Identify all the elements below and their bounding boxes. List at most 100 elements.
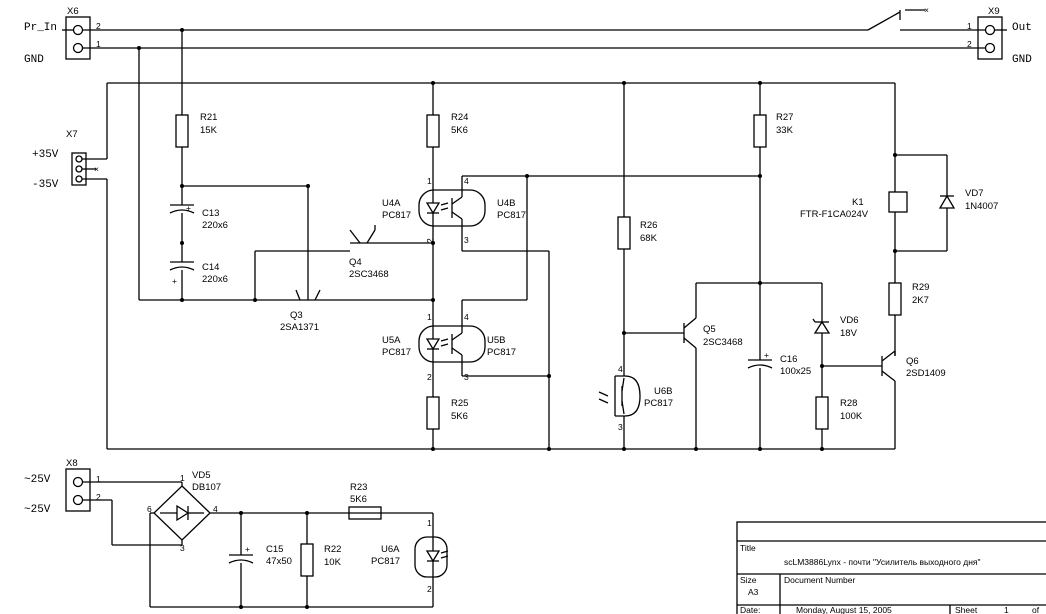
u5-pin3: 3 — [464, 372, 469, 382]
of-label: of — [1032, 605, 1040, 614]
x9-out-label: Out — [1012, 22, 1032, 34]
u4b-ref: U4B — [497, 198, 515, 209]
u6a-pin1: 1 — [427, 518, 432, 528]
title-label: Title — [740, 543, 756, 553]
svg-text:+: + — [186, 203, 191, 213]
connector-x8: X8 ~25V ~25V 1 2 — [24, 458, 182, 546]
q3-value: 2SA1371 — [280, 322, 319, 333]
x8-ref: X8 — [66, 458, 78, 469]
u6b-ref: U6B — [654, 386, 672, 397]
u4a-value: PC817 — [382, 210, 411, 221]
u4a-ref: U4A — [382, 198, 401, 209]
vd5-pin1: 1 — [180, 473, 185, 483]
k1-value: FTR-F1CA024V — [800, 209, 869, 220]
r23-value: 5K6 — [350, 494, 367, 505]
r21-ref: R21 — [200, 112, 217, 123]
c16-value: 100x25 — [780, 366, 811, 377]
u6b-pin3: 3 — [618, 422, 623, 432]
x8-ac1-label: ~25V — [24, 474, 51, 486]
vd5-value: DB107 — [192, 482, 221, 493]
c15-r22-r23-u6a: + C15 47x50 R22 10K R23 5K6 1 2 U6A PC81… — [228, 482, 449, 609]
u4-pin4: 4 — [464, 176, 469, 186]
q6-ref: Q6 — [906, 356, 919, 367]
q6-value: 2SD1409 — [906, 368, 946, 379]
vd5-pin4: 4 — [213, 504, 218, 514]
u4-pin3: 3 — [464, 235, 469, 245]
size-label: Size — [740, 575, 757, 585]
svg-text:×: × — [94, 164, 99, 174]
u4-pin1: 1 — [427, 176, 432, 186]
r26-value: 68K — [640, 233, 658, 244]
title-block: Title scLM3886Lynx - почти "Усилитель вы… — [736, 521, 1046, 614]
u4-pin2: 2 — [425, 238, 435, 243]
x7-minus35-label: -35V — [32, 179, 59, 191]
date-label: Date: — [740, 605, 760, 614]
x6-pin1: 1 — [96, 39, 101, 49]
x6-pin2: 2 — [96, 21, 101, 31]
sheet-label: Sheet — [955, 605, 978, 614]
c15-value: 47x50 — [266, 556, 292, 567]
u5b-ref: U5B — [487, 335, 505, 346]
u5b-value: PC817 — [487, 347, 516, 358]
svg-text:+: + — [245, 544, 250, 554]
size-value: A3 — [748, 587, 759, 597]
document-number-label: Document Number — [784, 575, 856, 585]
q4-value: 2SC3468 — [349, 269, 389, 280]
x6-ref: X6 — [67, 6, 79, 17]
date-value: Monday, August 15, 2005 — [796, 605, 892, 614]
u5-r25-branch: 1 2 4 3 U5A PC817 U5B PC817 R25 5K6 — [382, 300, 551, 449]
c14-ref: C14 — [202, 262, 219, 273]
vd7-value: 1N4007 — [965, 201, 998, 212]
x8-pin1: 1 — [96, 474, 101, 484]
r24-ref: R24 — [451, 112, 468, 123]
vd5-pin3: 3 — [180, 543, 185, 553]
svg-text:+: + — [172, 276, 177, 286]
x8-ac2-label: ~25V — [24, 504, 51, 516]
r24-value: 5K6 — [451, 125, 468, 136]
u6b-value: PC817 — [644, 398, 673, 409]
connector-x7: X7 +35V -35V × — [32, 129, 107, 191]
connector-x6: X6 Pr_In GND 2 1 — [24, 6, 101, 66]
power-rails — [106, 48, 896, 451]
u5a-value: PC817 — [382, 347, 411, 358]
r28-ref: R28 — [840, 398, 857, 409]
r25-value: 5K6 — [451, 411, 468, 422]
x9-pin1: 1 — [967, 21, 972, 31]
r22-ref: R22 — [324, 544, 341, 555]
c15-ref: C15 — [266, 544, 283, 555]
u5-pin1: 1 — [427, 312, 432, 322]
r21-c13-c14-branch: R21 15K + C13 220x6 + C14 220x6 — [169, 30, 308, 302]
top-signal-lines: × — [83, 5, 985, 50]
r24-u4-branch: R24 5K6 1 2 4 3 U4A PC817 U4B PC817 — [382, 83, 762, 449]
k1-vd7-r29-q6-branch: K1 FTR-F1CA024V VD7 1N4007 R29 2K7 Q6 2S… — [800, 153, 998, 449]
q4-ref: Q4 — [349, 257, 362, 268]
vd5-ref: VD5 — [192, 470, 210, 481]
title-value: scLM3886Lynx - почти "Усилитель выходног… — [784, 557, 981, 567]
u5-pin4: 4 — [464, 312, 469, 322]
r21-value: 15K — [200, 125, 218, 136]
x7-ref: X7 — [66, 129, 78, 140]
r26-u6b-q5-branch: R26 68K 4 3 U6B PC817 Q5 2SC3468 — [598, 83, 822, 449]
x6-gnd-label: GND — [24, 54, 44, 66]
r26-ref: R26 — [640, 220, 657, 231]
connector-x9: X9 Out GND 1 2 — [967, 6, 1032, 66]
c13-ref: C13 — [202, 208, 219, 219]
u6a-ref: U6A — [381, 544, 400, 555]
u5-pin2: 2 — [427, 372, 432, 382]
vd5-pin6: 6 — [147, 504, 152, 514]
r29-value: 2K7 — [912, 295, 929, 306]
u4b-value: PC817 — [497, 210, 526, 221]
vd6-value: 18V — [840, 328, 858, 339]
r22-value: 10K — [324, 557, 342, 568]
q5-ref: Q5 — [703, 324, 716, 335]
svg-text:+: + — [764, 350, 769, 360]
q5-value: 2SC3468 — [703, 337, 743, 348]
r25-ref: R25 — [451, 398, 468, 409]
u6a-value: PC817 — [371, 556, 400, 567]
k1-ref: K1 — [852, 197, 864, 208]
r27-value: 33K — [776, 125, 794, 136]
r27-c16-vd6-branch: R27 33K + C16 100x25 VD6 18V R28 100K — [747, 83, 882, 449]
u6b-pin4: 4 — [618, 364, 623, 374]
q3-ref: Q3 — [290, 310, 303, 321]
